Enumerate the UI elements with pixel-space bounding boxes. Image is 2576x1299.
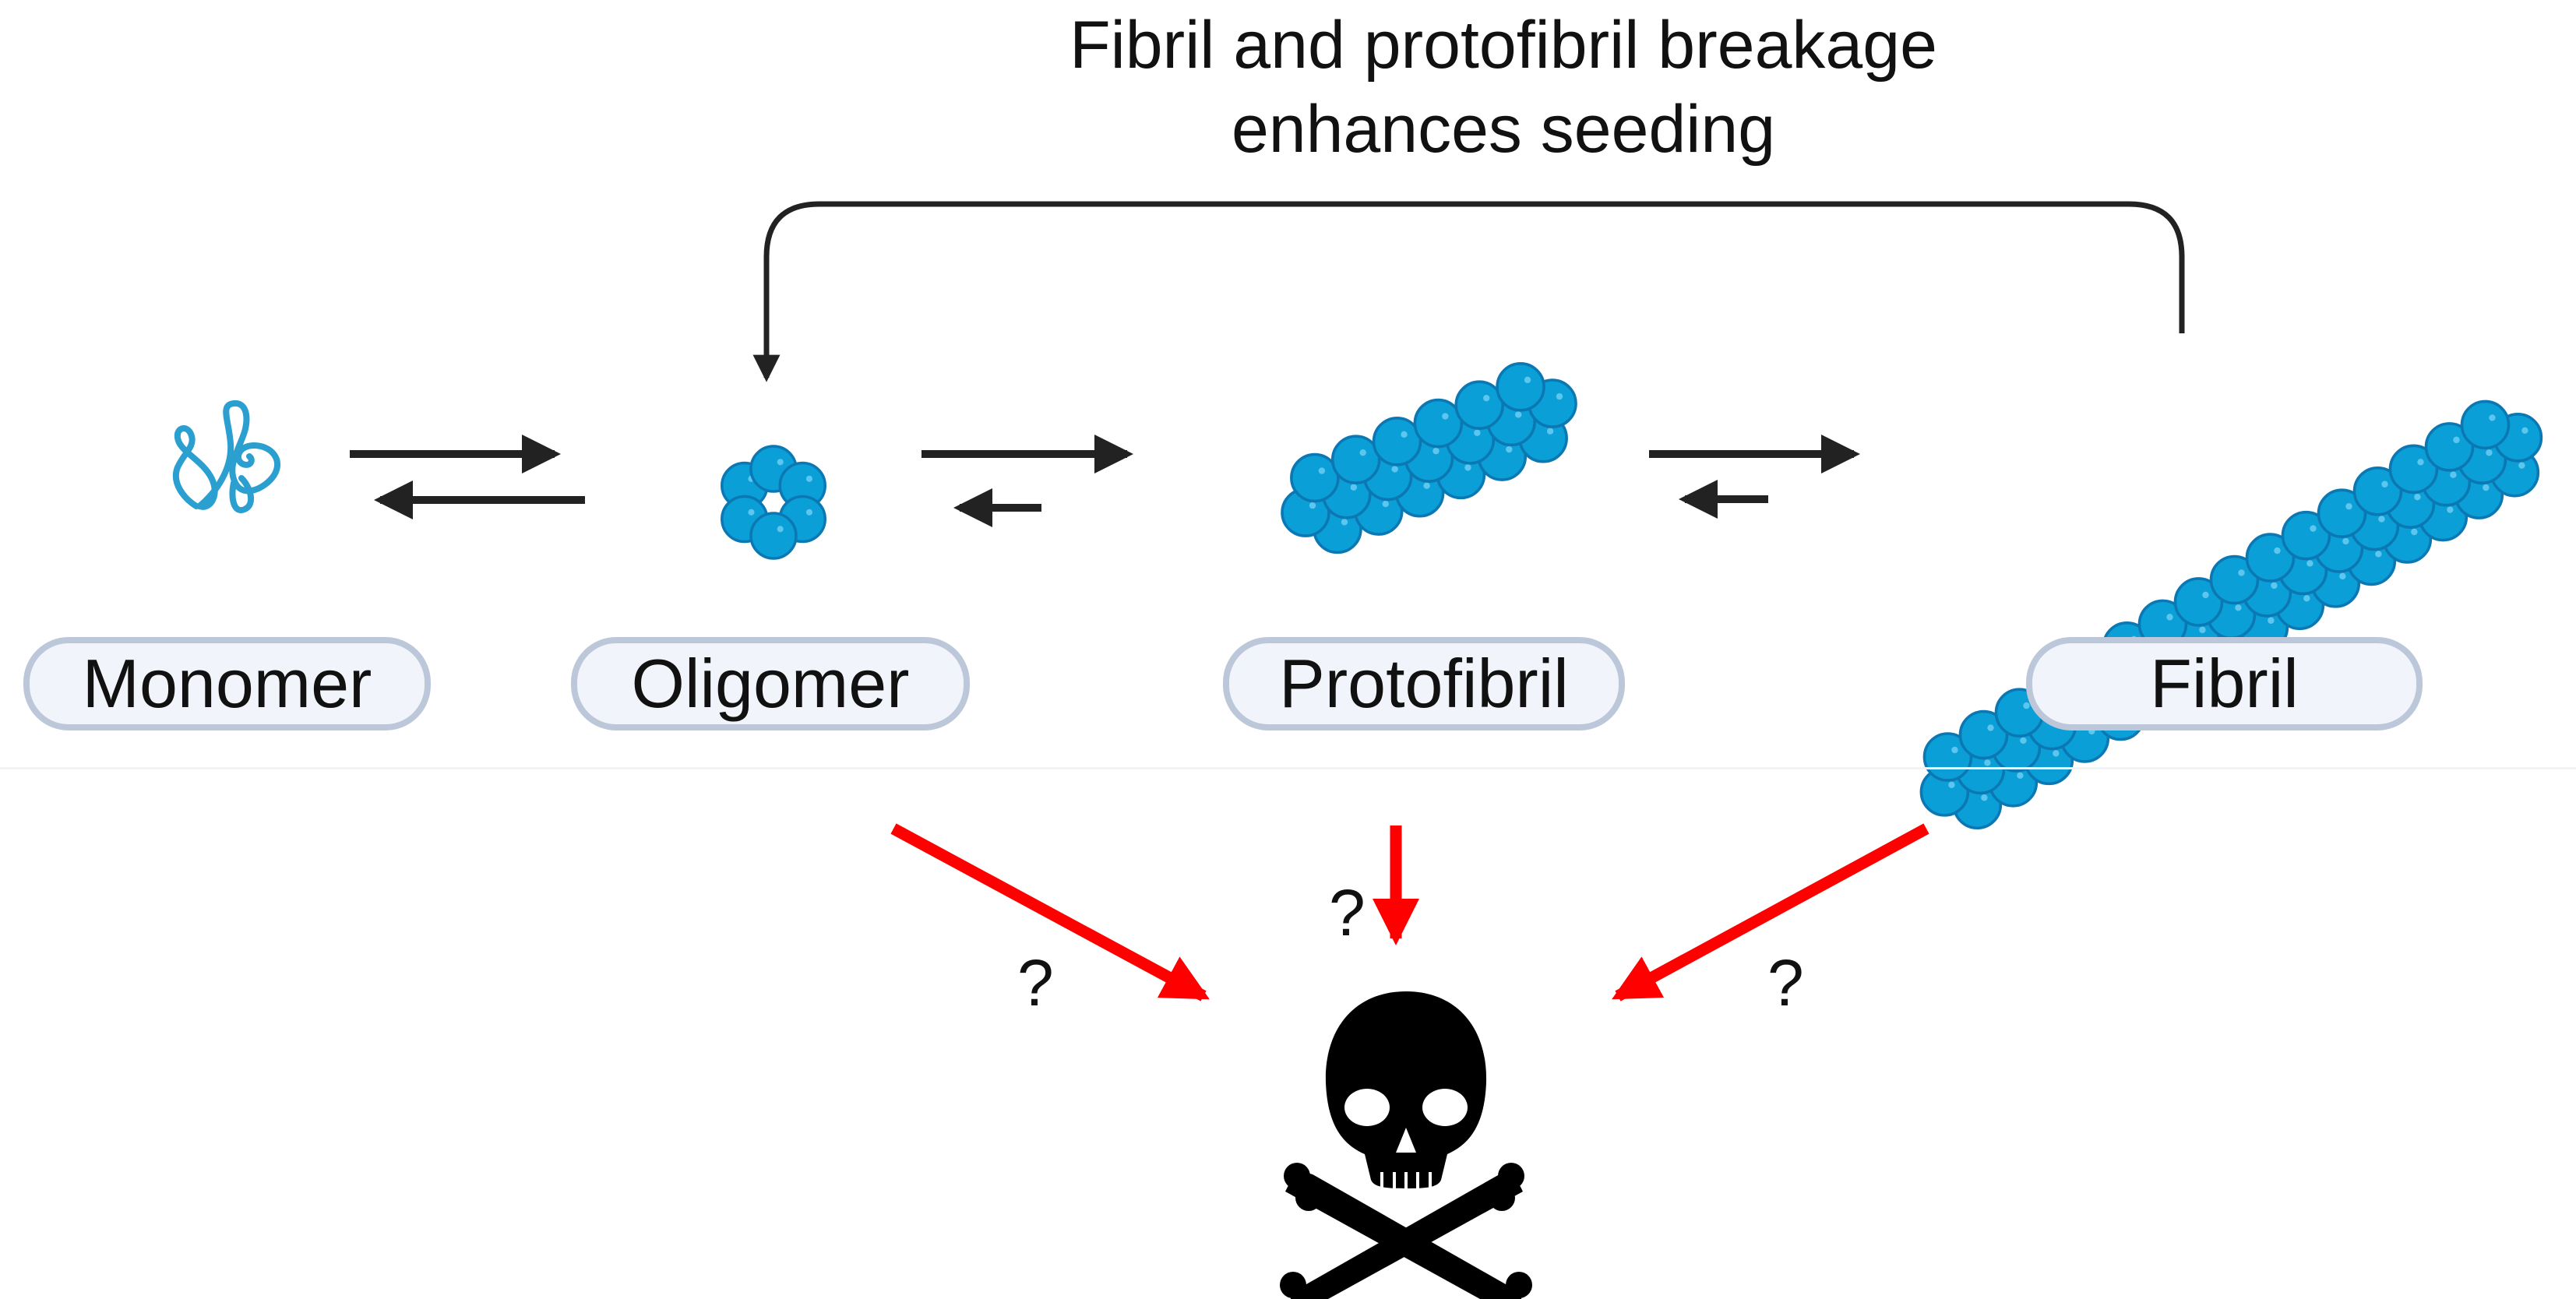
protein-sphere	[1496, 362, 1545, 412]
skull-nose	[1396, 1128, 1416, 1153]
protein-sphere	[1330, 435, 1381, 484]
monomer-coil-icon	[172, 400, 281, 513]
skull-eye-right	[1422, 1089, 1468, 1126]
protein-sphere	[2317, 488, 2367, 538]
protein-sphere	[2424, 422, 2475, 472]
crossbones-icon	[1280, 1163, 1532, 1299]
oligomer-toxicity-arrow	[890, 823, 1210, 1002]
protein-sphere	[2209, 554, 2260, 605]
equilibrium-oligomer-protofibril	[922, 435, 1134, 527]
protein-sphere	[2245, 533, 2296, 583]
label-fibril-text: Fibril	[2150, 645, 2299, 722]
protein-sphere	[1454, 380, 1505, 430]
feedback-arrow-icon	[752, 201, 2185, 382]
toxicity-arrows	[890, 823, 1929, 1002]
protein-sphere	[1958, 709, 2009, 760]
protein-sphere	[749, 512, 798, 560]
label-protofibril: Protofibril	[1223, 637, 1625, 730]
protein-sphere	[2460, 400, 2511, 450]
title-line-2: enhances seeding	[1231, 92, 1776, 167]
skull-eye-left	[1344, 1089, 1390, 1126]
label-protofibril-text: Protofibril	[1279, 645, 1569, 722]
label-oligomer: Oligomer	[571, 637, 970, 730]
oligomer-toxicity-question: ?	[1017, 946, 1054, 1019]
skull-teeth	[1380, 1172, 1432, 1190]
label-monomer: Monomer	[23, 637, 431, 730]
protein-sphere	[1290, 452, 1340, 503]
protein-sphere	[1413, 398, 1464, 449]
protein-sphere	[2281, 510, 2331, 561]
skull-head-icon	[1325, 991, 1487, 1188]
feedback-arrow-line	[752, 201, 2185, 382]
title-line-1: Fibril and protofibril breakage	[1070, 8, 1937, 83]
equilibrium-monomer-oligomer	[350, 435, 585, 519]
label-fibril: Fibril	[2026, 637, 2423, 730]
protofibril-toxicity-question: ?	[1329, 876, 1366, 949]
protein-sphere	[2388, 444, 2439, 495]
label-oligomer-text: Oligomer	[631, 645, 910, 722]
protein-sphere	[2137, 599, 2188, 650]
fibril-icon	[1919, 400, 2543, 830]
protein-sphere	[2352, 466, 2403, 516]
protein-sphere	[2173, 577, 2224, 627]
protein-sphere	[1372, 417, 1422, 466]
equilibrium-protofibril-fibril	[1649, 435, 1861, 519]
label-monomer-text: Monomer	[82, 645, 372, 722]
protofibril-icon	[1281, 362, 1577, 554]
skull-crossbones-icon	[1280, 991, 1532, 1299]
fibril-toxicity-arrow	[1612, 823, 1929, 1002]
section-divider	[0, 767, 2576, 769]
oligomer-ring-icon	[721, 445, 826, 560]
fibril-toxicity-question: ?	[1767, 946, 1804, 1019]
